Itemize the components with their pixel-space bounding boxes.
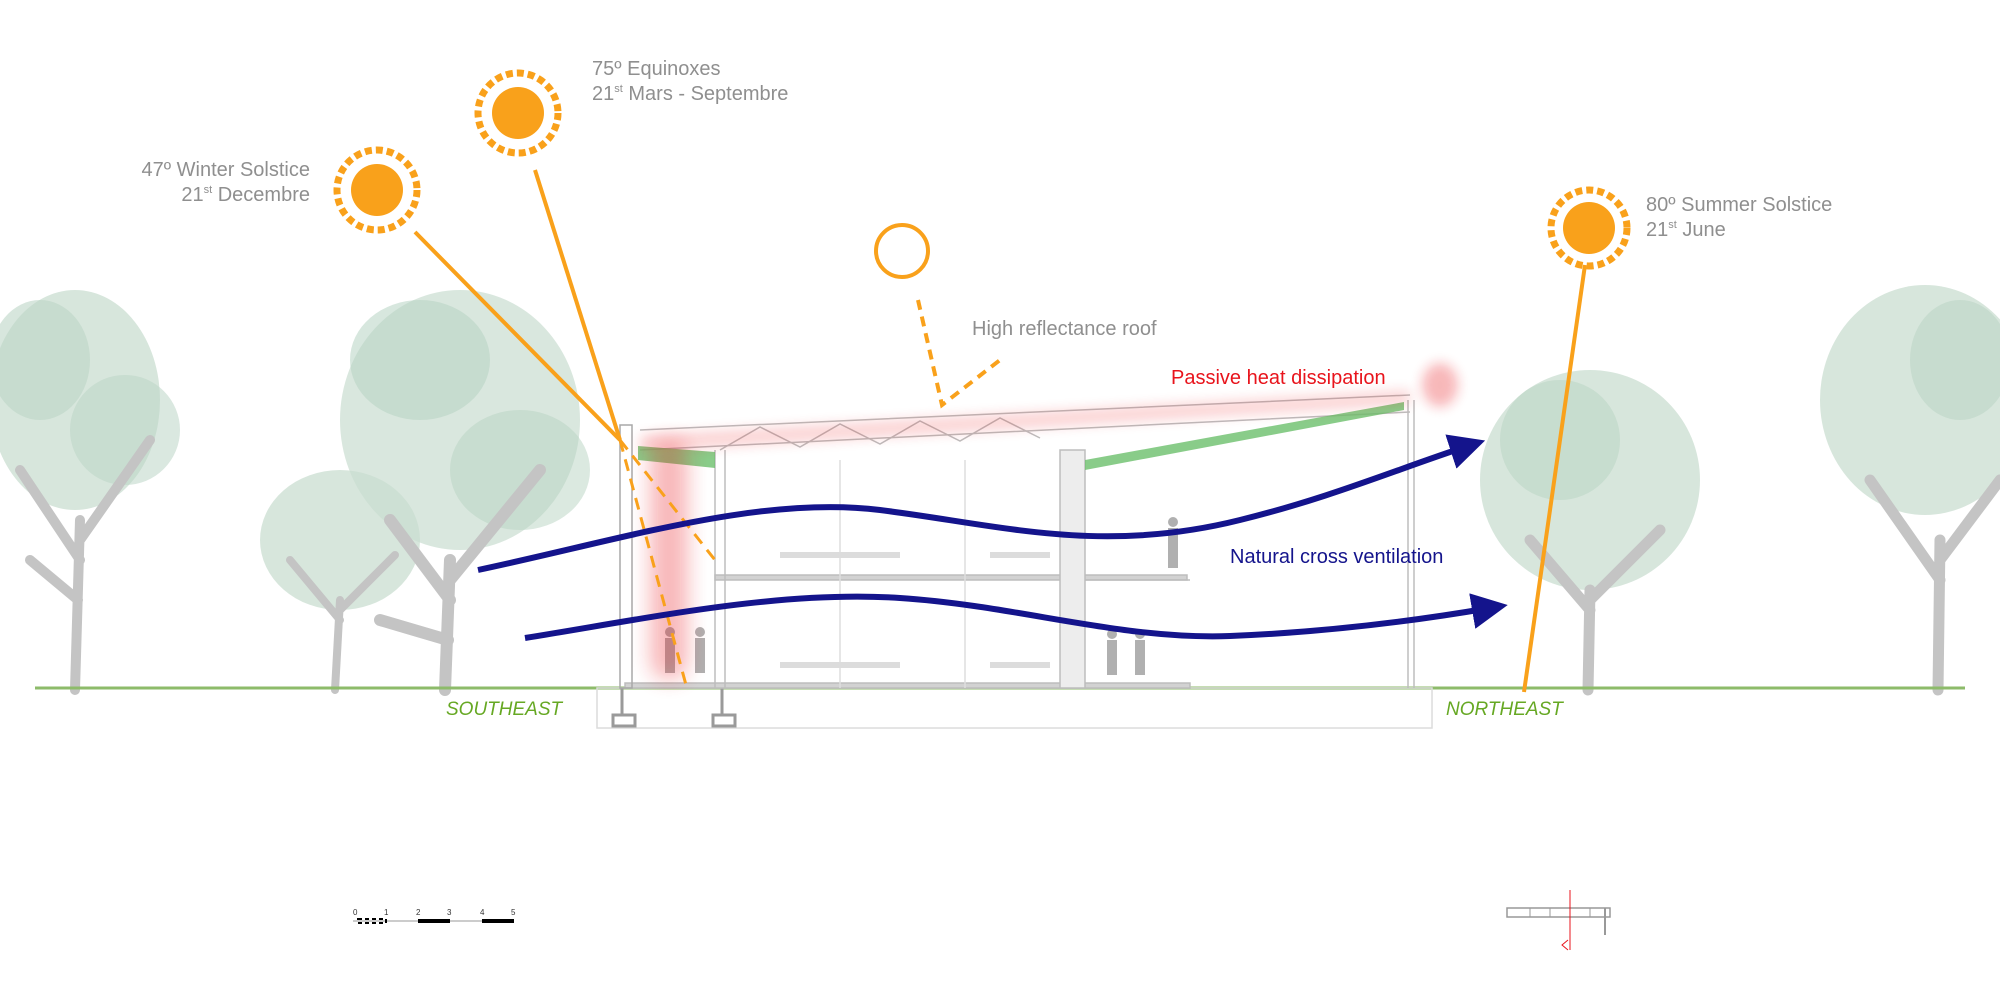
tree-far-right bbox=[1820, 285, 2000, 696]
label-natural-cross-ventilation: Natural cross ventilation bbox=[1230, 546, 1444, 568]
ray-equinox-interior bbox=[618, 439, 688, 686]
airflow-arrow-upper bbox=[477, 434, 1486, 573]
sun-outline-icon bbox=[874, 223, 930, 279]
scale-tick-2: 2 bbox=[416, 908, 421, 917]
sun-equinox bbox=[474, 69, 562, 157]
scale-tick-3: 3 bbox=[447, 908, 452, 917]
equinox-date: 21st Mars - Septembre bbox=[592, 83, 789, 105]
scale-tick-1: 1 bbox=[384, 908, 389, 917]
scale-tick-5: 5 bbox=[511, 908, 516, 917]
sun-winter-solstice bbox=[333, 146, 421, 234]
tree-left-large bbox=[340, 290, 590, 696]
summer-angle-text: 80º Summer Solstice bbox=[1646, 194, 1833, 216]
label-passive-heat-dissipation: Passive heat dissipation bbox=[1171, 367, 1386, 389]
tree-right-mid bbox=[1480, 370, 1700, 696]
label-equinoxes: 75º Equinoxes 21st Mars - Septembre bbox=[592, 57, 788, 107]
green-roof-right bbox=[1085, 402, 1404, 470]
label-summer-solstice: 80º Summer Solstice 21st June bbox=[1646, 193, 1832, 243]
airflow-arrow-lower bbox=[524, 593, 1508, 641]
winter-date: 21st Decembre bbox=[181, 184, 310, 206]
ray-winter-interior bbox=[618, 439, 717, 561]
people-figures bbox=[665, 517, 1178, 675]
label-winter-solstice: 47º Winter Solstice 21st Decembre bbox=[142, 158, 310, 208]
ray-winter bbox=[413, 230, 622, 442]
scale-tick-0: 0 bbox=[353, 908, 358, 917]
label-high-reflectance-roof: High reflectance roof bbox=[972, 318, 1157, 340]
ray-equinox bbox=[533, 169, 622, 441]
scale-bar bbox=[353, 918, 514, 924]
sun-summer-solstice bbox=[1547, 186, 1631, 270]
reflection-ray bbox=[916, 299, 1002, 409]
tree-far-left bbox=[0, 290, 180, 695]
scale-tick-4: 4 bbox=[480, 908, 485, 917]
key-plan-icon bbox=[1506, 890, 1611, 951]
label-southeast: SOUTHEAST bbox=[446, 699, 563, 720]
winter-angle-text: 47º Winter Solstice bbox=[141, 159, 310, 181]
label-northeast: NORTHEAST bbox=[1446, 699, 1563, 720]
heat-haze bbox=[640, 363, 1458, 680]
equinox-angle-text: 75º Equinoxes bbox=[592, 58, 721, 80]
summer-date: 21st June bbox=[1646, 219, 1726, 241]
ray-summer bbox=[1522, 264, 1587, 693]
